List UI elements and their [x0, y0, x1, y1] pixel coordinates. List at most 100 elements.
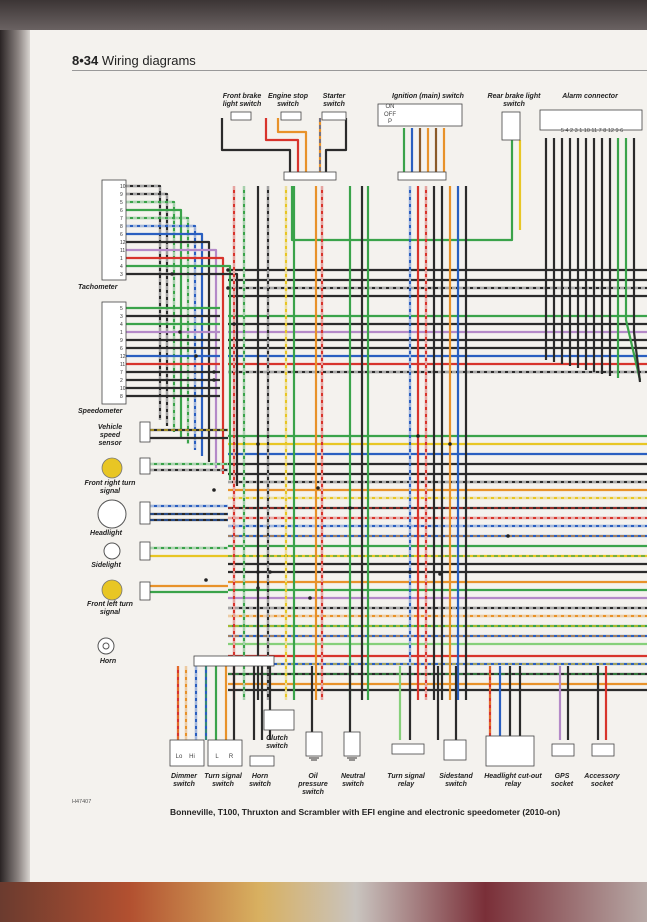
- front-left-lamp: [101, 579, 123, 601]
- tachometer-body: [101, 179, 127, 281]
- junction-dot-1: [170, 272, 174, 276]
- clutch-label: Clutch switch: [266, 735, 288, 750]
- stop-switch-feed-2: [276, 118, 308, 175]
- gps-label: GPS socket: [550, 773, 574, 788]
- speedo-pin-2: 4: [120, 322, 123, 328]
- engine-stop-label: Engine stop switch: [267, 93, 309, 108]
- front-brake-label: Front brake light switch: [222, 93, 262, 108]
- tacho-wire-4-tracer: [126, 217, 189, 444]
- ignition-switch-body: [377, 103, 463, 127]
- junction-dot-4: [178, 330, 182, 334]
- speedo-pin-5: 6: [120, 346, 123, 352]
- junction-dot-7: [194, 354, 198, 358]
- ignition-pos-on: ON: [385, 104, 395, 110]
- tacho-pin-4: 7: [120, 216, 123, 222]
- handlebar-connector-left: [283, 171, 337, 181]
- alarm-connector-body: [539, 109, 643, 131]
- diagram-caption: Bonneville, T100, Thruxton and Scrambler…: [170, 807, 561, 817]
- front-right-turn-label: Front right turn signal: [84, 480, 136, 495]
- manual-page: [30, 30, 647, 892]
- ignition-pos-off: OFF: [384, 112, 396, 118]
- page-header: 8•34 Wiring diagrams: [72, 53, 196, 68]
- speedo-pin-7: 11: [120, 362, 125, 368]
- speedo-pin-6: 12: [120, 354, 126, 360]
- tacho-pin-1: 9: [120, 192, 123, 198]
- tacho-pin-10: 4: [120, 264, 123, 270]
- accessory-socket-body: [591, 743, 615, 757]
- junction-dot-10: [448, 442, 452, 446]
- oil-label: Oil pressure switch: [298, 773, 328, 796]
- tacho-wire-9: [126, 256, 225, 474]
- junction-dot-21: [438, 572, 442, 576]
- turn-left-mark: L: [215, 754, 219, 760]
- junction-dot-3: [232, 322, 236, 326]
- tacho-wire-6: [126, 232, 204, 456]
- tacho-wire-11: [126, 272, 239, 486]
- junction-dot-6: [212, 378, 216, 382]
- book-spine: [0, 30, 30, 892]
- junction-dot-12: [204, 578, 208, 582]
- background-bottom: [0, 882, 647, 922]
- header-rule: [72, 70, 647, 71]
- tacho-wire-0: [126, 184, 162, 420]
- junction-dot-9: [256, 442, 260, 446]
- turn-right-mark: R: [228, 754, 234, 760]
- junction-dot-0: [226, 268, 230, 272]
- alarm-pin-numbers: 5 4 2 3 1 10 11 7 8 12 9 6: [560, 128, 624, 134]
- junction-dot-13: [256, 570, 260, 574]
- tachometer-label: Tachometer: [78, 284, 118, 291]
- junction-dot-15: [256, 586, 260, 590]
- bottom-connector: [193, 655, 275, 667]
- tacho-wire-3: [126, 208, 183, 438]
- tacho-pin-3: 6: [120, 208, 123, 214]
- gps-socket-body: [551, 743, 575, 757]
- page-title: Wiring diagrams: [101, 53, 196, 68]
- turn-signal-switch-label: Turn signal switch: [204, 773, 242, 788]
- sidestand-switch-body: [443, 739, 467, 761]
- junction-dot-16: [316, 486, 320, 490]
- tacho-pin-6: 6: [120, 232, 123, 238]
- alarm-feed-11: [632, 138, 642, 383]
- headlight-lamp: [97, 499, 127, 529]
- dimmer-hi-mark: Hi: [189, 754, 195, 760]
- ignition-connector: [397, 171, 447, 181]
- speedo-pin-3: 1: [120, 330, 123, 336]
- headlight-plug: [139, 501, 151, 525]
- tacho-pin-8: 11: [120, 248, 125, 254]
- tacho-pin-0: 10: [120, 184, 126, 190]
- rear-brake-switch-body: [501, 111, 521, 141]
- junction-dot-8: [416, 434, 420, 438]
- starter-feed-2: [324, 118, 348, 175]
- front-brake-switch-body: [230, 111, 252, 121]
- relay-label: Turn signal relay: [387, 773, 425, 788]
- accessory-label: Accessory socket: [584, 773, 620, 788]
- figure-code: H47407: [72, 799, 92, 805]
- tacho-pin-7: 12: [120, 240, 126, 246]
- ignition-label: Ignition (main) switch: [392, 93, 464, 100]
- alarm-feed-10: [624, 138, 642, 381]
- junction-dot-11: [212, 488, 216, 492]
- oil-pressure-switch-body: [305, 731, 323, 757]
- tacho-pin-9: 1: [120, 256, 123, 262]
- sidelight-label: Sidelight: [91, 562, 121, 569]
- sidestand-label: Sidestand switch: [439, 773, 473, 788]
- starter-switch-body: [321, 111, 347, 121]
- junction-dot-19: [348, 506, 352, 510]
- junction-dot-2: [226, 286, 230, 290]
- junction-dot-14: [268, 570, 272, 574]
- dimmer-lo-mark: Lo: [175, 754, 183, 760]
- turn-signal-switch-body: [207, 739, 243, 767]
- front-right-turn-plug: [139, 457, 151, 475]
- page-number: 8•34: [72, 53, 99, 68]
- speedo-pin-11: 8: [120, 394, 123, 400]
- headlight-label: Headlight: [90, 530, 122, 537]
- speed-sensor-plug: [139, 421, 151, 443]
- horn-label: Horn: [99, 658, 117, 665]
- front-brake-feed: [220, 118, 292, 175]
- dimmer-switch-body: [169, 739, 205, 767]
- rear-brake-feed: [290, 140, 514, 242]
- headlight-relay-body: [485, 735, 535, 767]
- headlight-relay-label: Headlight cut-out relay: [484, 773, 542, 788]
- junction-dot-18: [506, 534, 510, 538]
